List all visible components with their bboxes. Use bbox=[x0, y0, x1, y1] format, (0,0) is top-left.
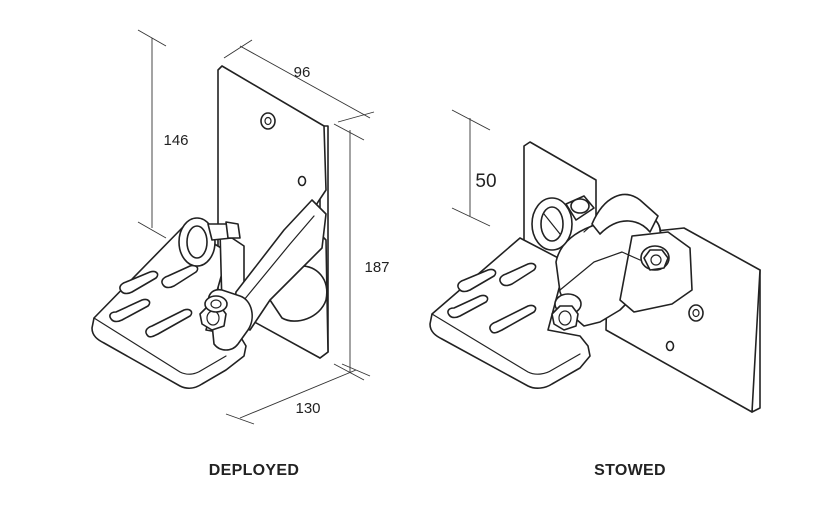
stowed-dimensions bbox=[451, 109, 491, 227]
stowed-hinge-knuckle bbox=[591, 193, 659, 235]
deployed-slot-1 bbox=[109, 298, 151, 323]
stowed-hex-bolt-lower bbox=[551, 305, 579, 331]
stowed-slot-4 bbox=[499, 262, 537, 287]
deployed-slot-3 bbox=[119, 270, 159, 295]
stowed-foot-plate bbox=[429, 237, 591, 389]
stowed-mount-hole-upper bbox=[688, 304, 704, 322]
deployed-slot-2 bbox=[145, 308, 193, 338]
dimension-height-upper: 146 bbox=[163, 132, 188, 149]
dimension-width: 96 bbox=[294, 64, 311, 81]
stowed-slot-3 bbox=[457, 268, 497, 293]
dimension-height-total: 187 bbox=[364, 259, 389, 276]
stowed-mount-hole-lower bbox=[665, 340, 675, 352]
stowed-hex-bolt-upper bbox=[643, 249, 669, 271]
dimension-stowed-offset: 50 bbox=[475, 171, 496, 192]
deployed-mount-hole-lower bbox=[297, 175, 307, 187]
caption-stowed: STOWED bbox=[594, 462, 666, 479]
stowed-hinge-arm bbox=[619, 231, 693, 313]
deployed-washer bbox=[204, 295, 228, 313]
stowed-slot-1 bbox=[447, 294, 489, 319]
deployed-dimensions bbox=[137, 29, 375, 425]
deployed-bracket bbox=[91, 65, 329, 389]
stowed-slot-2 bbox=[489, 304, 537, 334]
dimension-depth: 130 bbox=[295, 400, 320, 417]
deployed-mount-hole-upper bbox=[260, 112, 276, 130]
stowed-bracket bbox=[429, 141, 761, 413]
deployed-foot-plate bbox=[91, 225, 247, 389]
caption-deployed: DEPLOYED bbox=[209, 462, 299, 479]
